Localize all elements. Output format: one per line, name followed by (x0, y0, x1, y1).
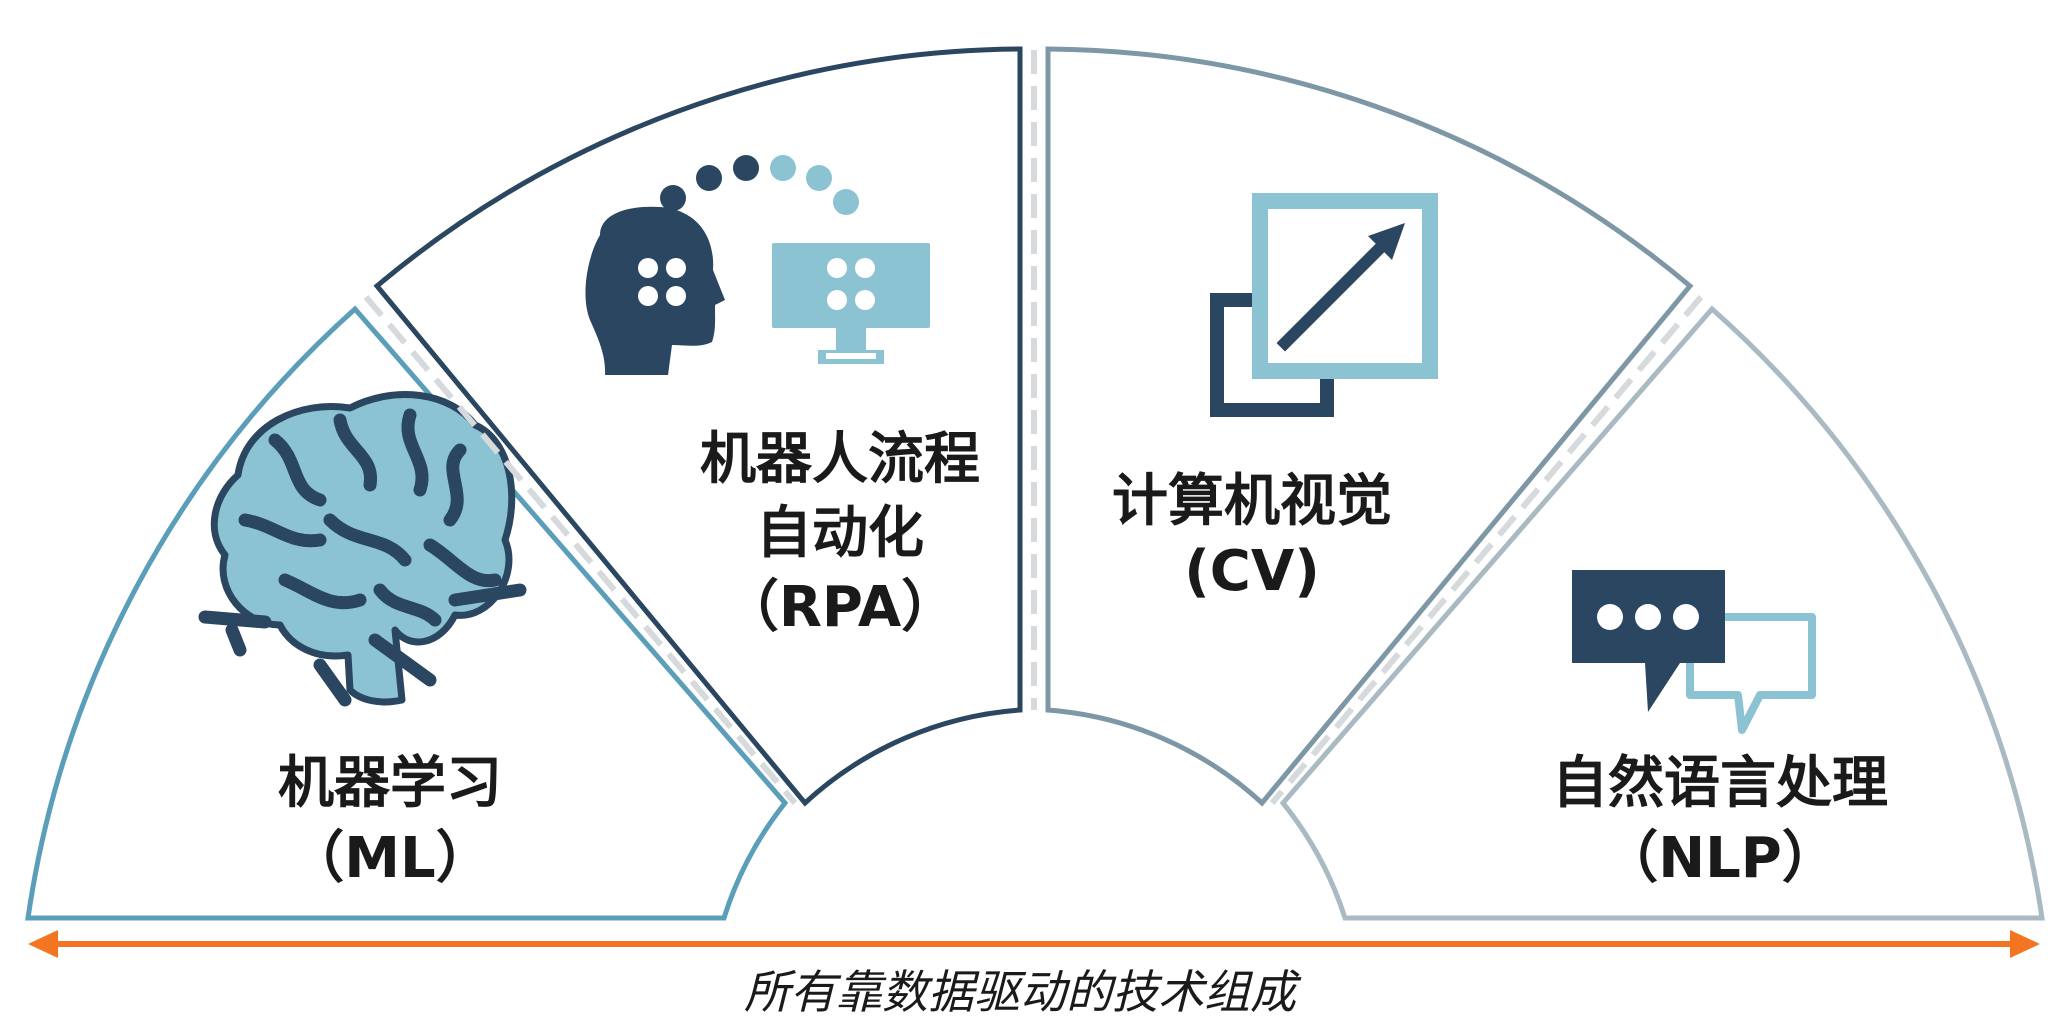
segment-cv-shape (1045, 46, 1694, 807)
arrow-right-head (2010, 930, 2040, 958)
divider-cv-nlp (1269, 295, 1704, 805)
segment-cv-abbr: (CV) (1184, 539, 1320, 604)
segment-ml: 机器学习 （ML） (25, 305, 789, 921)
segment-rpa-subtitle: 自动化 (756, 501, 924, 566)
segment-ml-abbr: （ML） (288, 826, 491, 891)
segment-nlp-title: 自然语言处理 (1552, 751, 1888, 816)
diagram-caption: 所有靠数据驱动的技术组成 (744, 965, 1302, 1019)
segment-nlp-abbr: （NLP） (1602, 826, 1838, 891)
range-arrow (28, 930, 2040, 958)
segment-rpa-title: 机器人流程 (700, 427, 980, 492)
segment-nlp: 自然语言处理 （NLP） (1269, 295, 2045, 921)
scale-transform-icon (1210, 193, 1438, 417)
chat-bubbles-icon (1572, 570, 1816, 734)
segment-cv: 计算机视觉 (CV) (1045, 46, 1694, 807)
segment-rpa-shape (373, 46, 1023, 807)
robot-process-icon (585, 155, 930, 375)
divider-ml-rpa (363, 295, 798, 805)
arrow-left-head (28, 930, 58, 958)
segment-cv-title: 计算机视觉 (1112, 469, 1392, 534)
segment-ml-title: 机器学习 (278, 751, 502, 816)
brain-icon (198, 391, 527, 707)
segment-rpa-abbr: （RPA） (723, 575, 957, 640)
segment-rpa: 机器人流程 自动化 （RPA） (363, 46, 1023, 807)
